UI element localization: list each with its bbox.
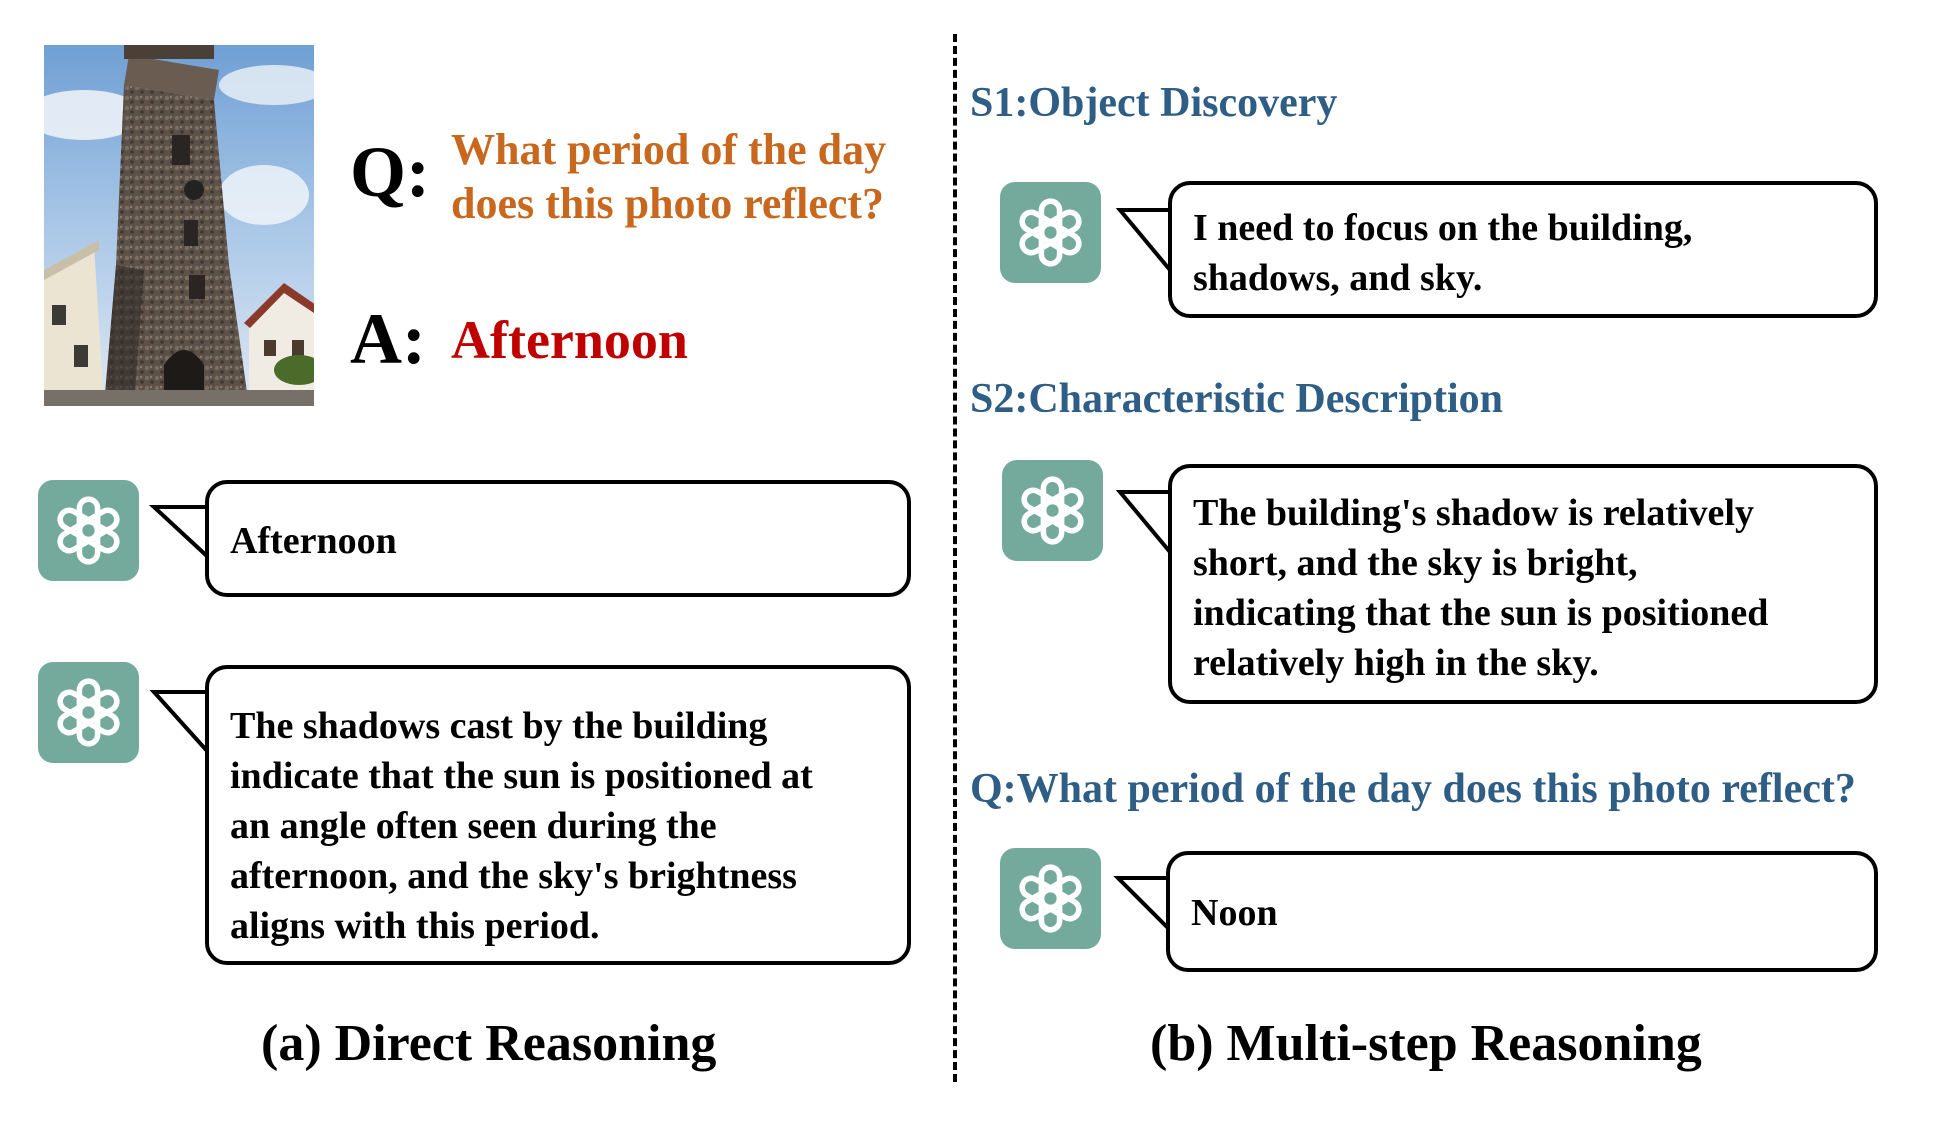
bubble-text: Noon [1191, 892, 1278, 934]
question-step-label: Q:What period of the day does this photo… [970, 766, 1856, 812]
answer-text: Afternoon [451, 310, 688, 370]
bubble-line: short, and the sky is bright, [1193, 542, 1638, 584]
caption-direct-reasoning: (a) Direct Reasoning [261, 1015, 717, 1072]
direct-answer-bubble: Afternoon [205, 480, 911, 597]
direct-rationale-bubble: The shadows cast by the building indicat… [205, 665, 911, 965]
caption-multi-step-reasoning: (b) Multi-step Reasoning [1150, 1015, 1702, 1072]
bubble-line: The building's shadow is relatively [1193, 492, 1754, 534]
bubble-line: an angle often seen during the [230, 805, 717, 847]
dashed-divider [953, 34, 957, 1082]
bubble-line: indicate that the sun is positioned at [230, 755, 813, 797]
speech-bubble-tail [148, 505, 210, 559]
openai-logo-icon [38, 480, 139, 581]
final-answer-bubble: Noon [1166, 851, 1878, 972]
bubble-line: aligns with this period. [230, 905, 600, 947]
step-2-label: S2:Characteristic Description [970, 376, 1504, 422]
object-discovery-bubble: I need to focus on the building, shadows… [1168, 181, 1878, 318]
tower-photo [44, 45, 314, 406]
openai-logo-icon [1000, 182, 1101, 283]
bubble-line: indicating that the sun is positioned [1193, 592, 1769, 634]
question-line-2: does this photo reflect? [451, 179, 885, 228]
bubble-line: The shadows cast by the building [230, 705, 768, 747]
answer-label: A: [350, 299, 426, 379]
question-label: Q: [350, 132, 430, 212]
openai-logo-icon [1002, 460, 1103, 561]
bubble-line: shadows, and sky. [1193, 257, 1483, 299]
speech-bubble-tail [1115, 490, 1172, 554]
question-line-1: What period of the day [451, 125, 887, 174]
speech-bubble-tail [1113, 876, 1170, 930]
characteristic-description-bubble: The building's shadow is relatively shor… [1168, 464, 1878, 704]
bubble-line: relatively high in the sky. [1193, 642, 1599, 684]
speech-bubble-tail [1115, 208, 1172, 272]
openai-logo-icon [1000, 848, 1101, 949]
step-1-label: S1:Object Discovery [970, 80, 1338, 126]
bubble-text: Afternoon [230, 520, 397, 562]
bubble-line: afternoon, and the sky's brightness [230, 855, 797, 897]
bubble-line: I need to focus on the building, [1193, 207, 1693, 249]
speech-bubble-tail [149, 690, 210, 754]
question-text: What period of the day does this photo r… [451, 123, 886, 231]
openai-logo-icon [38, 662, 139, 763]
